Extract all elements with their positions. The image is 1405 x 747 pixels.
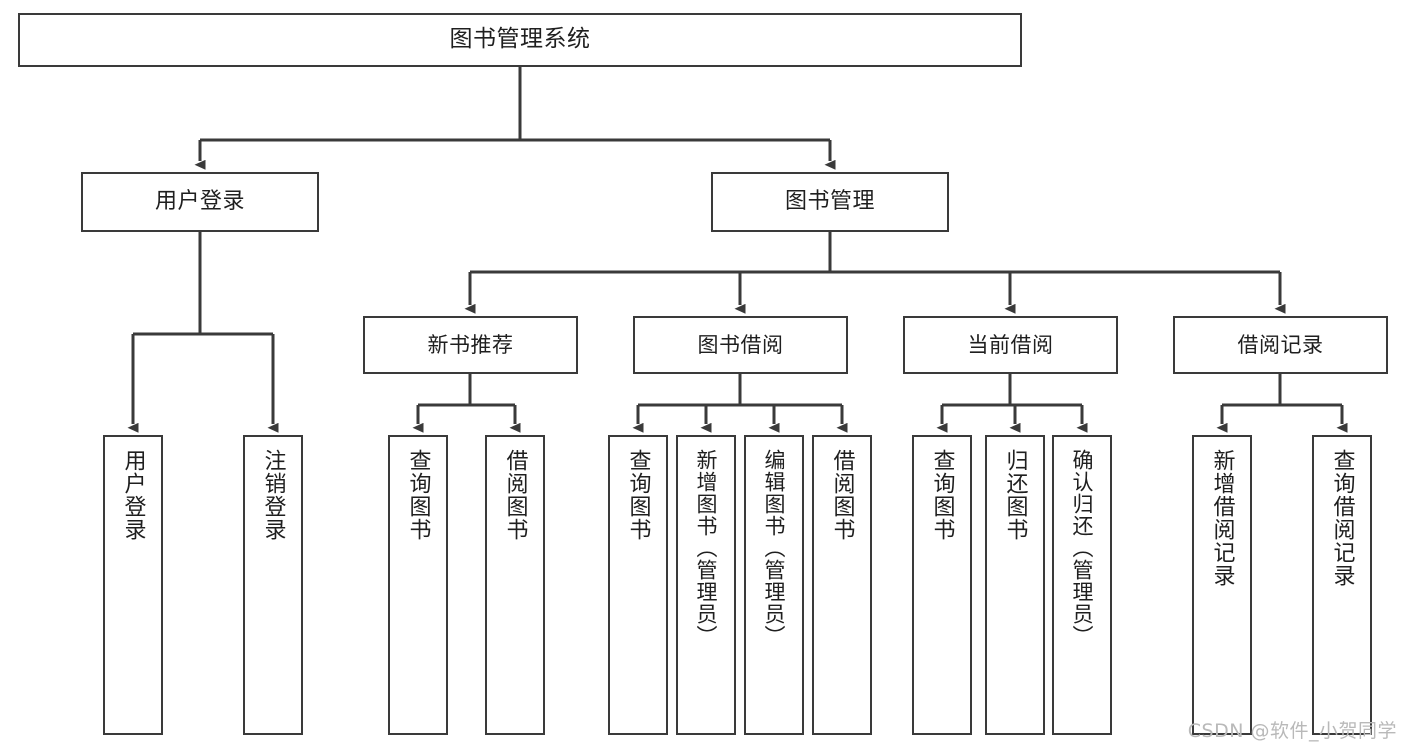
node-leaf-borrow-book-1-label: 借阅图书	[502, 449, 528, 541]
node-leaf-user-login-label: 用户登录	[120, 449, 146, 541]
node-leaf-query-record[interactable]: 查询借阅记录	[1312, 435, 1372, 735]
node-leaf-confirm-return[interactable]: 确认归还（管理员）	[1052, 435, 1112, 735]
node-leaf-add-record-label: 新增借阅记录	[1209, 449, 1235, 587]
node-leaf-query-book-3-label: 查询图书	[929, 449, 955, 541]
node-current-borrow[interactable]: 当前借阅	[903, 316, 1118, 374]
node-current-borrow-label: 当前借阅	[967, 332, 1054, 357]
node-leaf-query-book-1-label: 查询图书	[405, 449, 431, 541]
node-leaf-borrow-book-2[interactable]: 借阅图书	[812, 435, 872, 735]
node-book-manage[interactable]: 图书管理	[711, 172, 949, 232]
node-leaf-user-logout[interactable]: 注销登录	[243, 435, 303, 735]
node-root-label: 图书管理系统	[449, 26, 591, 53]
node-leaf-query-book-3[interactable]: 查询图书	[912, 435, 972, 735]
node-leaf-add-book[interactable]: 新增图书（管理员）	[676, 435, 736, 735]
node-new-book-rec[interactable]: 新书推荐	[363, 316, 578, 374]
node-leaf-user-login[interactable]: 用户登录	[103, 435, 163, 735]
node-root[interactable]: 图书管理系统	[18, 13, 1022, 67]
node-borrow-record-label: 借阅记录	[1237, 332, 1324, 357]
node-leaf-user-logout-label: 注销登录	[260, 449, 286, 541]
node-leaf-return-book[interactable]: 归还图书	[985, 435, 1045, 735]
node-leaf-borrow-book-2-label: 借阅图书	[829, 449, 855, 541]
node-leaf-query-book-1[interactable]: 查询图书	[388, 435, 448, 735]
node-leaf-edit-book[interactable]: 编辑图书（管理员）	[744, 435, 804, 735]
node-leaf-borrow-book-1[interactable]: 借阅图书	[485, 435, 545, 735]
node-leaf-return-book-label: 归还图书	[1002, 449, 1028, 541]
node-leaf-query-book-2[interactable]: 查询图书	[608, 435, 668, 735]
node-leaf-query-record-label: 查询借阅记录	[1329, 449, 1355, 587]
csdn-watermark: CSDN @软件_小贺同学	[1187, 720, 1397, 742]
node-leaf-query-book-2-label: 查询图书	[625, 449, 651, 541]
node-leaf-edit-book-label: 编辑图书（管理员）	[762, 449, 787, 647]
node-book-manage-label: 图书管理	[784, 189, 875, 215]
node-leaf-confirm-return-label: 确认归还（管理员）	[1070, 449, 1095, 647]
node-book-borrow[interactable]: 图书借阅	[633, 316, 848, 374]
node-new-book-rec-label: 新书推荐	[427, 332, 514, 357]
node-user-login[interactable]: 用户登录	[81, 172, 319, 232]
node-leaf-add-record[interactable]: 新增借阅记录	[1192, 435, 1252, 735]
node-book-borrow-label: 图书借阅	[697, 332, 784, 357]
node-borrow-record[interactable]: 借阅记录	[1173, 316, 1388, 374]
node-user-login-label: 用户登录	[154, 189, 245, 215]
node-leaf-add-book-label: 新增图书（管理员）	[694, 449, 719, 647]
